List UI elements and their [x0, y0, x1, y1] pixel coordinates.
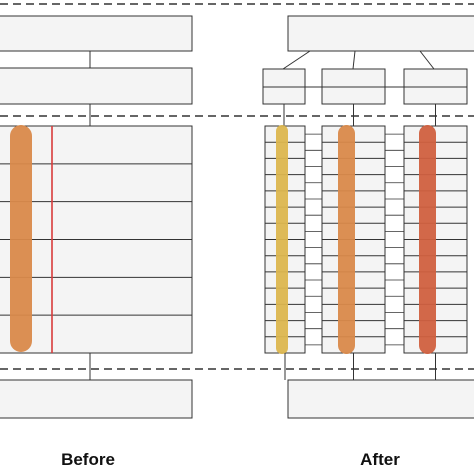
before-column-highlight: [10, 125, 32, 352]
after-top-box: [287, 15, 474, 52]
before-top-box: [0, 15, 193, 52]
after-partition-highlight: [276, 125, 288, 354]
after-bottom-box: [287, 379, 474, 419]
after-partition-highlight: [419, 125, 436, 354]
after-partition-highlight: [338, 125, 355, 354]
after-connector: [352, 50, 356, 70]
before-section: [0, 15, 193, 419]
after-label: After: [360, 450, 400, 469]
after-partition-columns: [264, 125, 468, 354]
before-second-box: [0, 67, 193, 105]
after-partition-bottom-links: [284, 353, 436, 380]
after-connector: [282, 50, 311, 70]
before-label: Before: [61, 450, 115, 469]
before-bottom-box: [0, 379, 193, 419]
after-partition-headers: [262, 68, 468, 105]
after-connector: [419, 50, 435, 70]
after-section: [262, 15, 474, 419]
after-partition-header-links: [283, 86, 436, 126]
